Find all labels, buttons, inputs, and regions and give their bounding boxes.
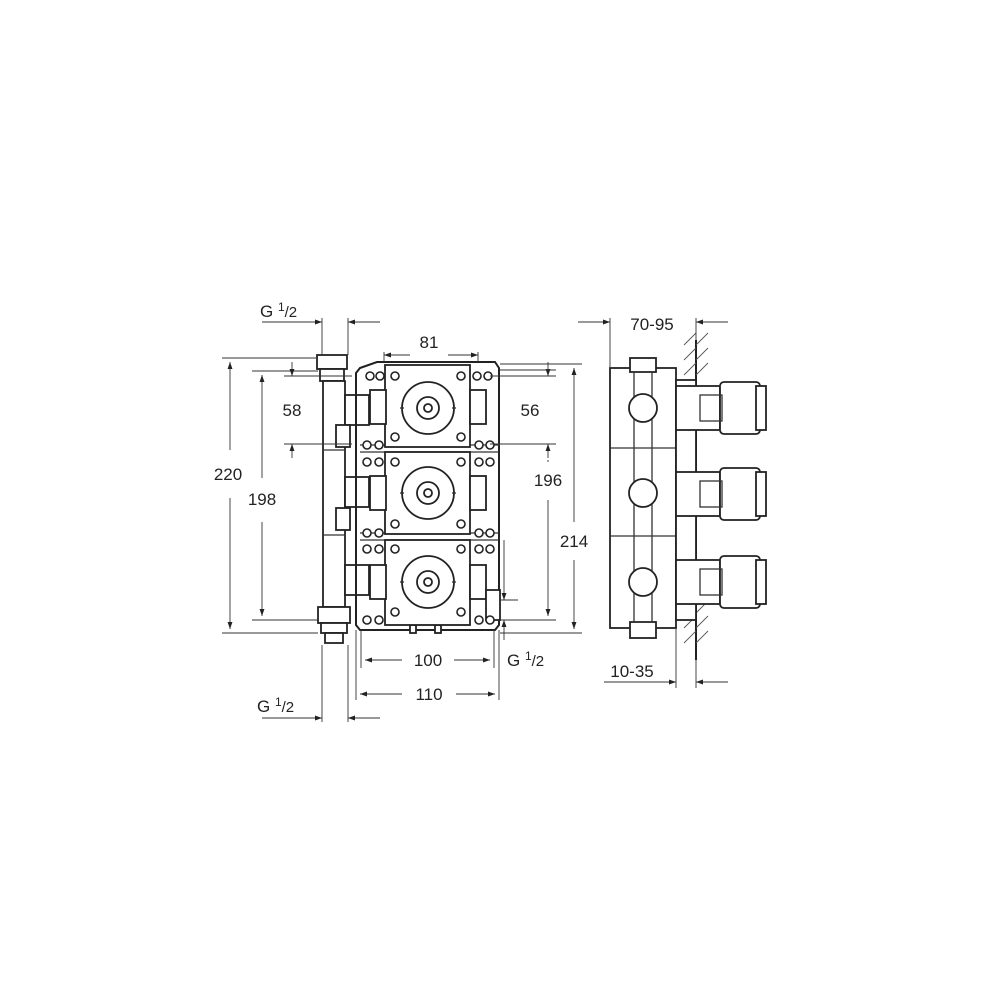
screw-heads bbox=[362, 371, 495, 625]
dimension-labels-front: 81 220 198 58 56 196 214 100 110 G 1/2 G… bbox=[214, 300, 588, 716]
side-cartridge-middle bbox=[675, 467, 767, 521]
thread-label-top: G 1/2 bbox=[260, 300, 297, 321]
dimension-lines-side bbox=[578, 318, 728, 688]
dim-58: 58 bbox=[283, 401, 302, 420]
dim-198: 198 bbox=[248, 490, 276, 509]
dim-100: 100 bbox=[414, 651, 442, 670]
valve-module-middle bbox=[369, 451, 487, 535]
front-view: 81 220 198 58 56 196 214 100 110 G 1/2 G… bbox=[214, 300, 588, 722]
dimension-lines-front bbox=[222, 318, 582, 722]
side-view: 70-95 10-35 bbox=[578, 315, 767, 688]
dim-214: 214 bbox=[560, 532, 588, 551]
outlet-stub bbox=[485, 589, 501, 621]
valve-module-top bbox=[369, 364, 487, 448]
dim-10-35: 10-35 bbox=[610, 662, 653, 681]
dim-56: 56 bbox=[521, 401, 540, 420]
supply-pipe bbox=[316, 354, 370, 644]
dim-110: 110 bbox=[415, 685, 442, 704]
side-cartridge-top bbox=[675, 381, 767, 435]
side-cartridge-bottom bbox=[675, 555, 767, 609]
side-body bbox=[609, 357, 697, 639]
dim-220: 220 bbox=[214, 465, 242, 484]
dim-81: 81 bbox=[420, 333, 439, 352]
dim-70-95: 70-95 bbox=[630, 315, 673, 334]
dimension-labels-side: 70-95 10-35 bbox=[610, 315, 673, 681]
thread-label-bottom: G 1/2 bbox=[257, 695, 294, 716]
valve-module-bottom bbox=[369, 539, 487, 626]
thread-label-right: G 1/2 bbox=[507, 649, 544, 670]
dim-196: 196 bbox=[534, 471, 562, 490]
